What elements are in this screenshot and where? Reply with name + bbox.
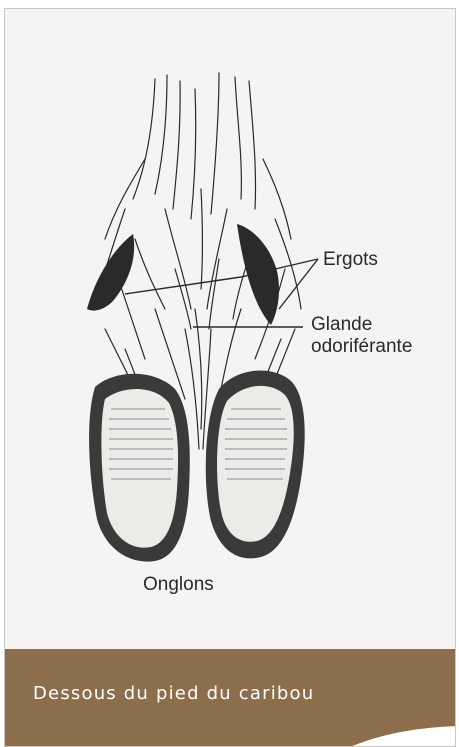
hoof-right [206,371,305,559]
hoof-left [89,374,190,562]
label-gland-line1: Glande [311,314,372,335]
label-gland-line2: odoriférante [311,336,412,357]
label-dewclaws: Ergots [323,249,378,270]
dewclaw-leader-left [125,259,318,294]
caribou-foot-illustration [5,9,456,629]
dewclaw-left [87,234,134,311]
leader-lines [125,259,318,327]
caption-band: Dessous du pied du caribou [5,649,456,747]
page-curl-decoration [347,724,456,747]
label-hooves: Onglons [143,574,214,595]
figure-card: Ergots Glande odoriférante Onglons Desso… [4,8,456,747]
figure-caption: Dessous du pied du caribou [33,683,314,704]
